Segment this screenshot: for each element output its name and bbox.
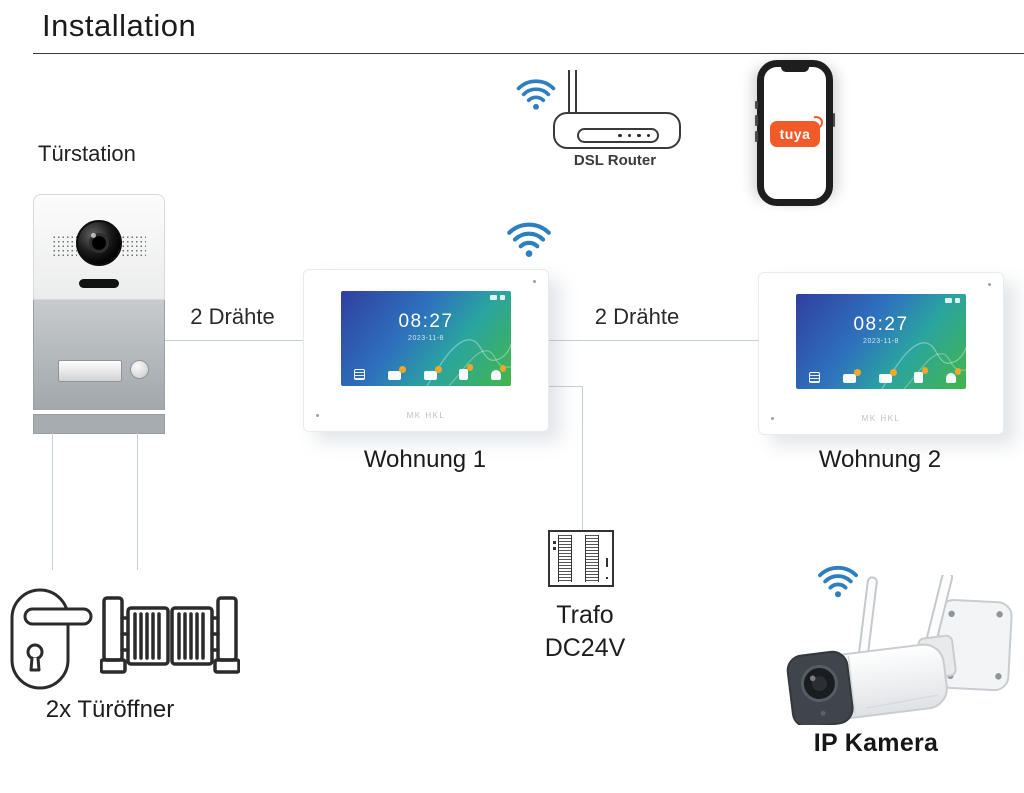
status-icons: [490, 295, 505, 300]
smartphone: tuya: [755, 60, 835, 206]
monitor1-screen: 08:27 2023-11-8: [341, 291, 511, 386]
door-station-panel: [33, 300, 165, 410]
router-antenna: [575, 70, 577, 114]
trafo-label-line1: Trafo: [556, 601, 614, 629]
name-plate: [58, 360, 122, 382]
wifi-icon-router: [516, 79, 556, 110]
doorbell-icon[interactable]: [459, 364, 474, 380]
call-button: [130, 360, 149, 379]
door-opener-label: 2x Türöffner: [45, 696, 175, 723]
wire-station-to-lock: [52, 433, 53, 570]
alarm-icon[interactable]: [491, 365, 506, 380]
door-station-camera-lens: [76, 220, 122, 266]
mic-hole: [316, 414, 319, 417]
tuya-swoosh-icon: [808, 114, 825, 131]
tuya-app-logo: tuya: [770, 114, 825, 147]
speaker-grid-icon: [121, 235, 146, 257]
mic-hole: [988, 283, 991, 286]
wire-station-to-monitor1: [165, 340, 303, 341]
indoor-monitor-1: 08:27 2023-11-8 MK HKL: [303, 269, 549, 432]
app-icon-row: [809, 367, 961, 383]
ip-camera-icon: [786, 575, 1013, 725]
monitor-brand-text: MK HKL: [406, 411, 446, 420]
monitor2-screen: 08:27 2023-11-8: [796, 294, 966, 389]
door-station-base: [33, 414, 165, 434]
monitor1-label: Wohnung 1: [363, 446, 487, 473]
monitor-brand-text: MK HKL: [861, 414, 901, 423]
clock-date: 2023-11-8: [863, 338, 899, 345]
alarm-icon[interactable]: [946, 368, 961, 383]
status-icons: [945, 298, 960, 303]
indoor-monitor-2: 08:27 2023-11-8 MK HKL: [758, 272, 1004, 435]
tuya-logo-text: tuya: [779, 126, 811, 142]
menu-icon[interactable]: [809, 372, 820, 383]
wire-monitor1-to-monitor2: [547, 340, 762, 341]
page-title: Installation: [42, 8, 197, 43]
phone-button: [832, 113, 835, 127]
wire-label-right: 2 Drähte: [594, 304, 680, 329]
router-antenna: [568, 70, 570, 114]
phone-button: [755, 131, 758, 142]
clock-time: 08:27: [398, 311, 454, 332]
menu-icon[interactable]: [354, 369, 365, 380]
doorbell-icon[interactable]: [914, 367, 929, 383]
wire-trafo-vertical: [582, 386, 583, 530]
wire-station-to-gate: [137, 433, 138, 570]
title-underline: [33, 53, 1024, 54]
wifi-icon-monitor: [507, 222, 551, 257]
call-record-icon[interactable]: [878, 369, 897, 383]
dsl-router: [553, 112, 681, 149]
door-lock-icon: [10, 588, 93, 690]
door-station-camera-section: [33, 194, 165, 300]
transformer: [548, 530, 614, 587]
door-station: [33, 194, 165, 434]
door-station-label: Türstation: [38, 141, 136, 166]
clock-date: 2023-11-8: [408, 335, 444, 342]
vent-slots: [558, 535, 572, 582]
trafo-label-line2: DC24V: [544, 634, 626, 662]
phone-notch: [781, 66, 809, 72]
clock-time: 08:27: [853, 314, 909, 335]
monitor2-label: Wohnung 2: [818, 446, 942, 473]
gate-icon: [100, 596, 240, 674]
vent-slots: [585, 535, 599, 582]
intercom-icon[interactable]: [842, 369, 861, 383]
intercom-icon[interactable]: [387, 366, 406, 380]
phone-button: [755, 115, 758, 126]
router-label: DSL Router: [573, 152, 657, 169]
ip-camera-label: IP Kamera: [813, 729, 939, 757]
wire-label-left: 2 Drähte: [190, 304, 275, 329]
door-station-sensor: [79, 279, 119, 288]
wifi-icon-camera: [818, 565, 858, 598]
wire-monitor1-to-trafo: [547, 386, 583, 387]
app-icon-row: [354, 364, 506, 380]
phone-button: [755, 101, 758, 109]
mic-hole: [771, 417, 774, 420]
router-panel: [577, 128, 659, 143]
mic-hole: [533, 280, 536, 283]
speaker-grid-icon: [52, 235, 77, 257]
call-record-icon[interactable]: [423, 366, 442, 380]
